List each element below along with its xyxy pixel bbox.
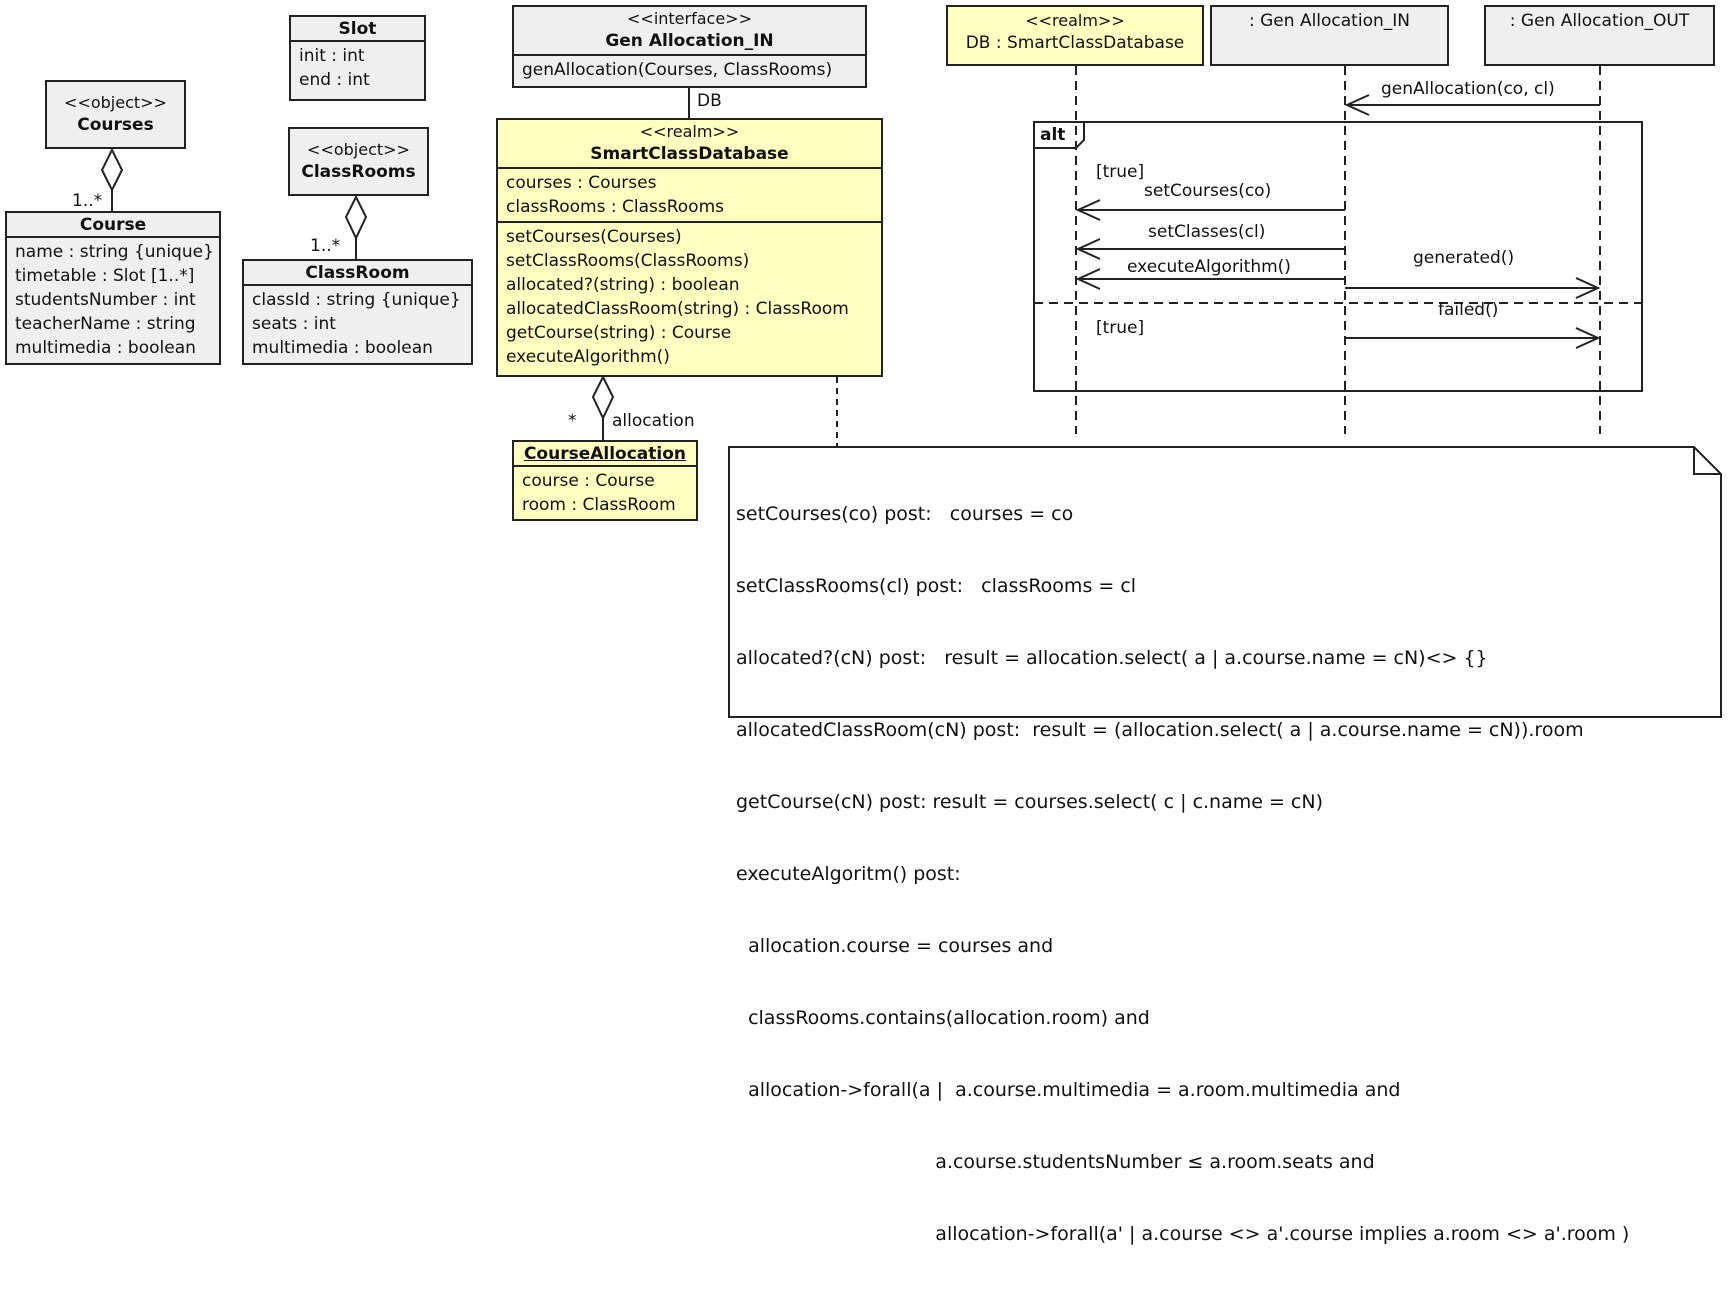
stereotype-label: <<realm>>: [1025, 11, 1125, 30]
lifeline-name: DB : SmartClassDatabase: [965, 33, 1185, 53]
db-role-label: DB: [697, 91, 722, 111]
stereotype-label: <<object>>: [64, 93, 167, 112]
note-line: getCourse(cN) post: result = courses.sel…: [736, 791, 1324, 813]
lifeline-head-gen-in[interactable]: : Gen Allocation_IN: [1210, 5, 1449, 66]
note-line: classRooms.contains(allocation.room) and: [736, 1007, 1150, 1029]
msg-failed-arrow: [1345, 327, 1601, 349]
attributes-section: init : int end : int: [291, 40, 424, 94]
attributes-section: name : string {unique} timetable : Slot …: [7, 236, 219, 362]
note-line: allocatedClassRoom(cN) post: result = (a…: [736, 719, 1584, 741]
attribute: room : ClassRoom: [522, 495, 676, 515]
operation: getCourse(string) : Course: [506, 323, 732, 343]
slot-class[interactable]: Slot init : int end : int: [289, 15, 426, 101]
attribute: teacherName : string: [15, 314, 196, 334]
msg-gen-allocation-label: genAllocation(co, cl): [1381, 79, 1555, 99]
note-line: allocation->forall(a | a.course.multimed…: [736, 1079, 1401, 1101]
attribute: init : int: [299, 46, 365, 66]
msg-set-classes-label: setClasses(cl): [1148, 222, 1266, 242]
object-name: Courses: [77, 115, 154, 135]
course-class[interactable]: Course name : string {unique} timetable …: [5, 211, 221, 365]
allocation-multiplicity: *: [568, 411, 577, 431]
attribute: multimedia : boolean: [15, 338, 196, 358]
attribute: name : string {unique}: [15, 242, 214, 262]
courses-object[interactable]: <<object>> Courses: [45, 80, 186, 149]
attribute: course : Course: [522, 471, 655, 491]
msg-gen-allocation-arrow: [1344, 94, 1600, 116]
classroom-class[interactable]: ClassRoom classId : string {unique} seat…: [242, 259, 473, 365]
class-name: Course: [79, 215, 147, 235]
attribute: classRooms : ClassRooms: [506, 197, 724, 217]
object-name: ClassRooms: [301, 162, 416, 182]
note-shape: [728, 446, 1722, 718]
stereotype-label: <<object>>: [307, 140, 410, 159]
operation: allocatedClassRoom(string) : ClassRoom: [506, 299, 849, 319]
note-line: executeAlgoritm() post:: [736, 863, 961, 885]
interface-name: Gen Allocation_IN: [605, 31, 774, 51]
smart-class-database-class[interactable]: <<realm>> SmartClassDatabase courses : C…: [496, 118, 883, 377]
attributes-section: classId : string {unique} seats : int mu…: [244, 284, 471, 362]
note-line: allocated?(cN) post: result = allocation…: [736, 647, 1488, 669]
msg-set-courses-arrow: [1075, 199, 1345, 221]
msg-execute-algorithm-label: executeAlgorithm(): [1127, 257, 1291, 277]
note-line: allocation->forall(a' | a.course <> a'.c…: [736, 1223, 1630, 1245]
course-allocation-class[interactable]: CourseAllocation course : Course room : …: [512, 440, 698, 521]
gen-allocation-in-interface[interactable]: <<interface>> Gen Allocation_IN genAlloc…: [512, 5, 867, 88]
allocation-aggregation: [591, 374, 615, 440]
note-line: setClassRooms(cl) post: classRooms = cl: [736, 575, 1137, 597]
guard-1: [true]: [1096, 162, 1145, 182]
attributes-section: course : Course room : ClassRoom: [514, 465, 696, 519]
class-name: SmartClassDatabase: [590, 144, 789, 164]
operations-section: genAllocation(Courses, ClassRooms): [514, 54, 865, 84]
alt-fragment: [1033, 121, 1643, 392]
stereotype-label: <<interface>>: [627, 9, 752, 28]
guard-2: [true]: [1096, 318, 1145, 338]
lifeline-name: : Gen Allocation_OUT: [1509, 11, 1690, 31]
msg-failed-label: failed(): [1438, 300, 1499, 320]
msg-set-courses-label: setCourses(co): [1144, 181, 1272, 201]
attribute: end : int: [299, 70, 370, 90]
class-name: CourseAllocation: [523, 444, 687, 464]
operation: setClassRooms(ClassRooms): [506, 251, 750, 271]
stereotype-label: <<realm>>: [639, 122, 740, 141]
note-text: setCourses(co) post: courses = co setCla…: [736, 454, 1629, 1294]
attributes-section: courses : Courses classRooms : ClassRoom…: [498, 167, 881, 221]
class-name: Slot: [338, 19, 377, 39]
classrooms-object[interactable]: <<object>> ClassRooms: [288, 127, 429, 196]
note-line: setCourses(co) post: courses = co: [736, 503, 1074, 525]
msg-generated-arrow: [1345, 277, 1601, 299]
operation: executeAlgorithm(): [506, 347, 670, 367]
attribute: timetable : Slot [1..*]: [15, 266, 195, 286]
operation: genAllocation(Courses, ClassRooms): [522, 60, 833, 80]
note-line: a.course.studentsNumber ≤ a.room.seats a…: [736, 1151, 1375, 1173]
allocation-role-label: allocation: [612, 411, 695, 431]
classrooms-aggregation: [344, 194, 368, 259]
attribute: multimedia : boolean: [252, 338, 433, 358]
msg-generated-label: generated(): [1413, 248, 1515, 268]
courses-aggregation: [100, 147, 124, 211]
msg-execute-algorithm-arrow: [1075, 268, 1345, 290]
operation: setCourses(Courses): [506, 227, 682, 247]
attribute: studentsNumber : int: [15, 290, 196, 310]
alt-operator: alt: [1040, 125, 1066, 145]
attribute: seats : int: [252, 314, 336, 334]
classrooms-multiplicity: 1..*: [310, 236, 341, 256]
operation: allocated?(string) : boolean: [506, 275, 740, 295]
lifeline-head-db[interactable]: <<realm>> DB : SmartClassDatabase: [946, 5, 1204, 66]
attribute: classId : string {unique}: [252, 290, 461, 310]
attribute: courses : Courses: [506, 173, 657, 193]
diagram-connectors: [100, 66, 1643, 446]
msg-set-classes-arrow: [1075, 238, 1345, 260]
class-name: ClassRoom: [305, 263, 410, 283]
courses-multiplicity: 1..*: [72, 191, 103, 211]
lifeline-name: : Gen Allocation_IN: [1249, 11, 1410, 31]
note-line: allocation.course = courses and: [736, 935, 1054, 957]
operations-section: setCourses(Courses) setClassRooms(ClassR…: [498, 221, 881, 371]
ocl-note[interactable]: setCourses(co) post: courses = co setCla…: [728, 446, 1722, 1245]
lifeline-head-gen-out[interactable]: : Gen Allocation_OUT: [1484, 5, 1715, 66]
